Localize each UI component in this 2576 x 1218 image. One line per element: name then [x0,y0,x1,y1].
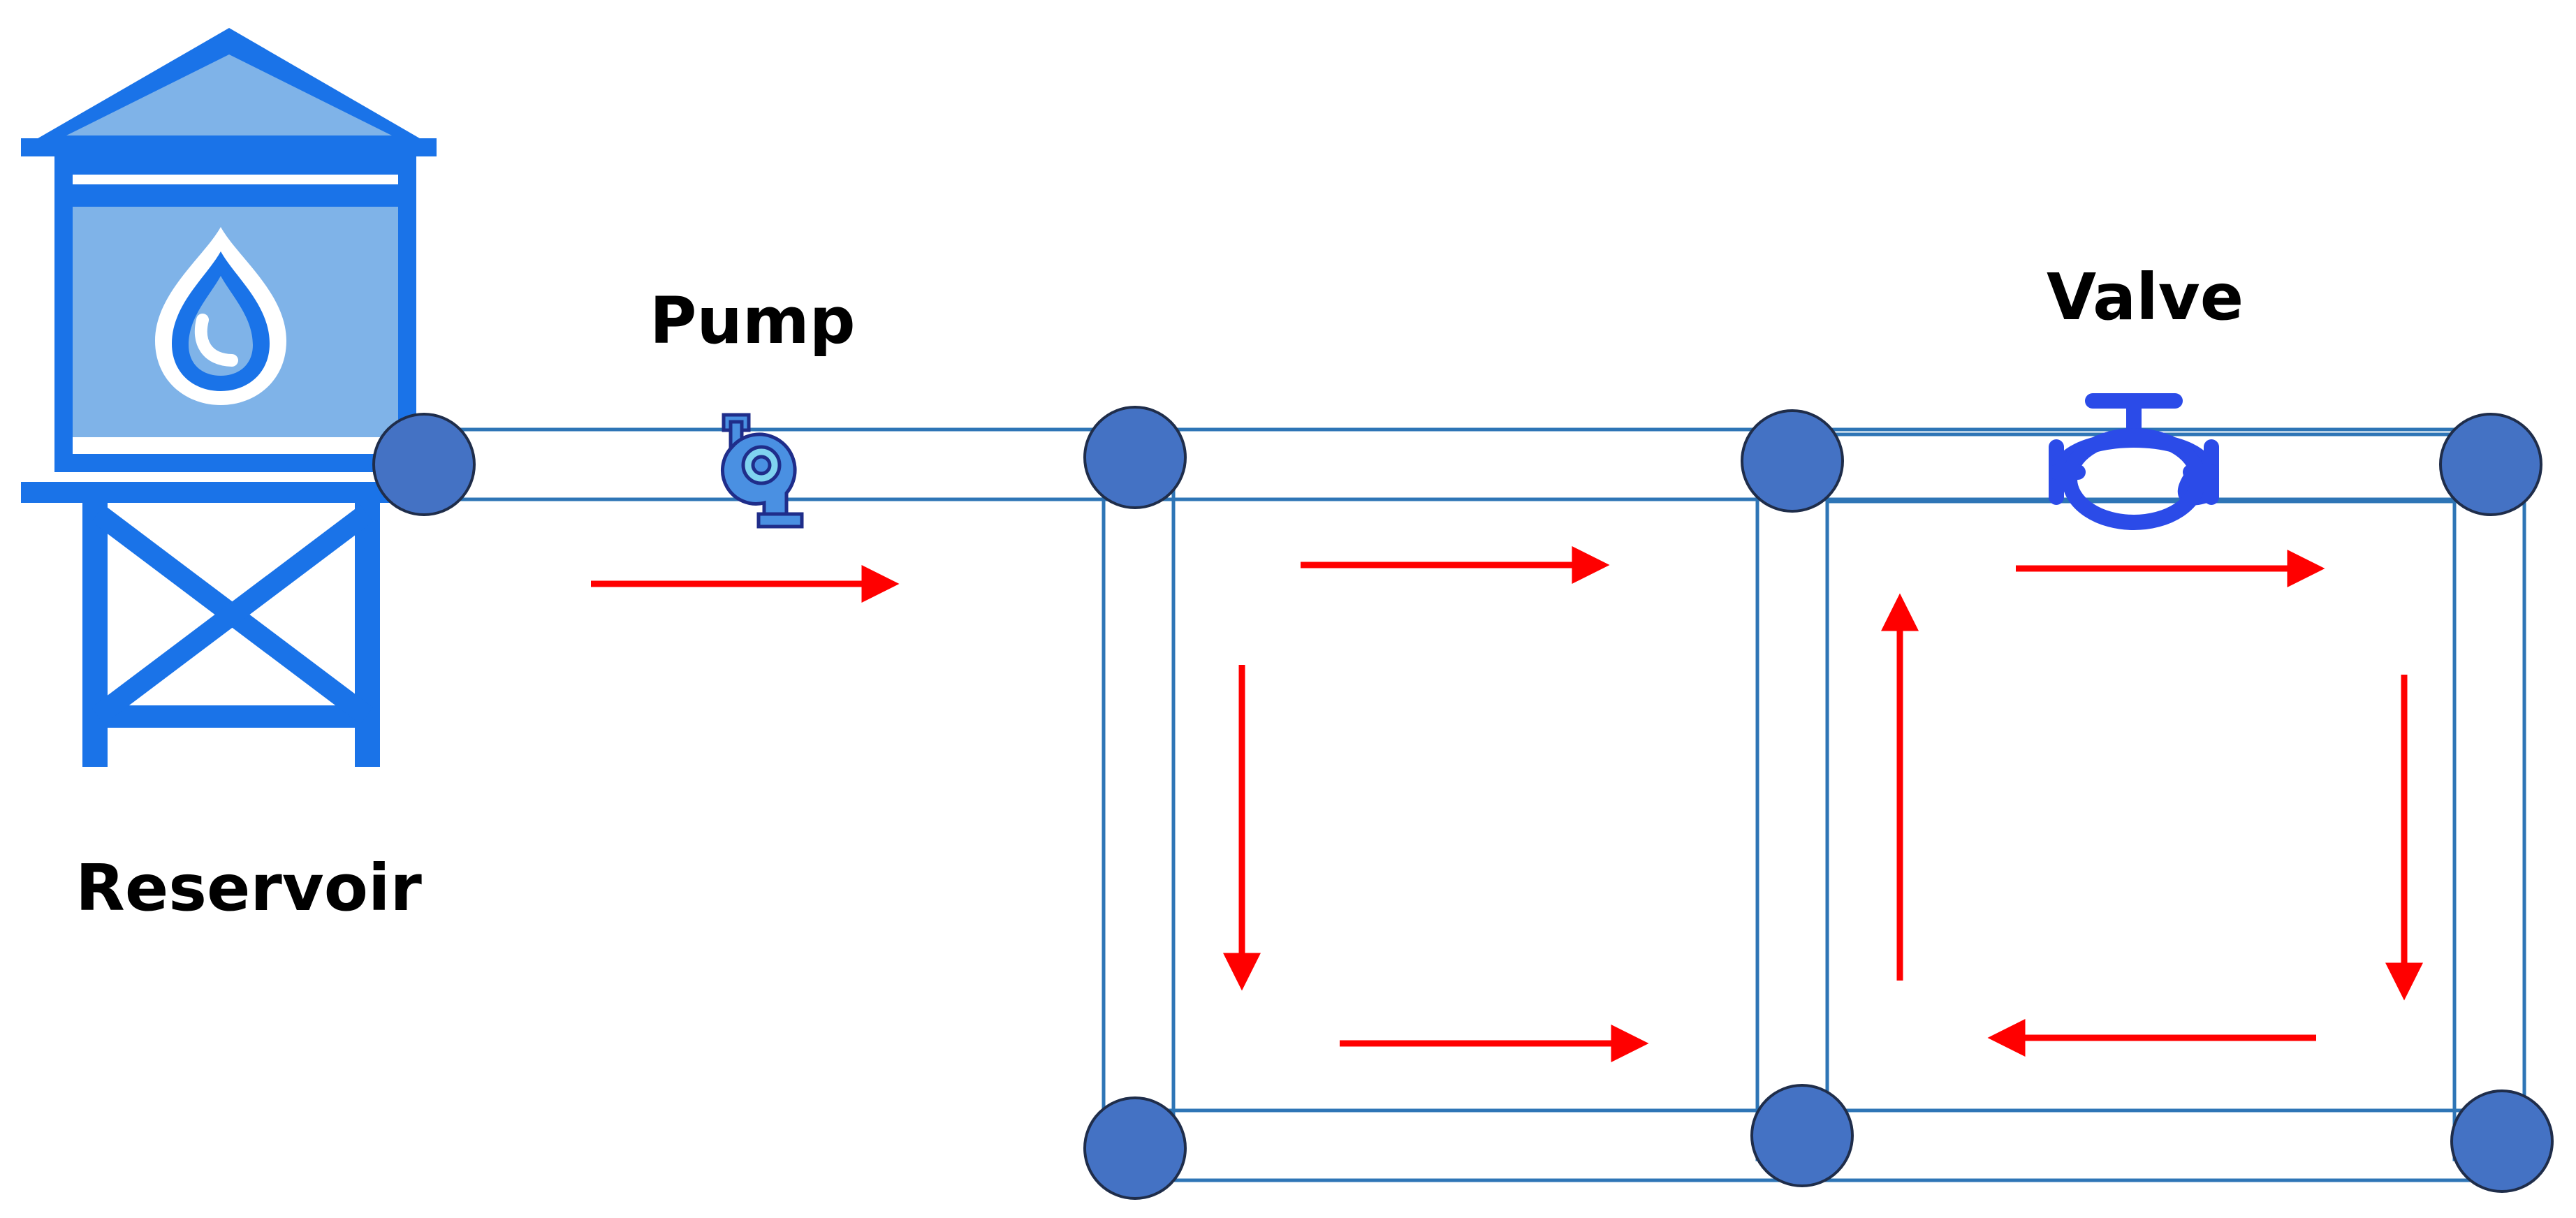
node-reservoir [372,413,476,516]
node-top-middle [1741,409,1844,513]
valve-label: Valve [2047,260,2244,335]
node-bottom-left [1083,1096,1187,1200]
pump-icon [721,413,804,529]
node-top-right [2439,413,2542,516]
valve-icon [2049,393,2219,530]
pipe-left-vertical [1102,459,1176,1161]
node-top-left [1083,406,1187,509]
node-bottom-middle [1750,1084,1854,1187]
pipe-bottom-left [1150,1108,1814,1182]
pipe-right-vertical [2452,459,2526,1161]
pipes [422,427,2526,1182]
pipe-mid-vertical [1755,459,1829,1161]
pump-label: Pump [650,284,856,358]
water-tower-icon [21,28,437,767]
junction-nodes [372,406,2554,1200]
reservoir-label: Reservoir [75,851,422,925]
flow-arrows [591,546,2423,1062]
node-bottom-right [2450,1089,2554,1193]
pipe-bottom-right [1810,1108,2505,1182]
